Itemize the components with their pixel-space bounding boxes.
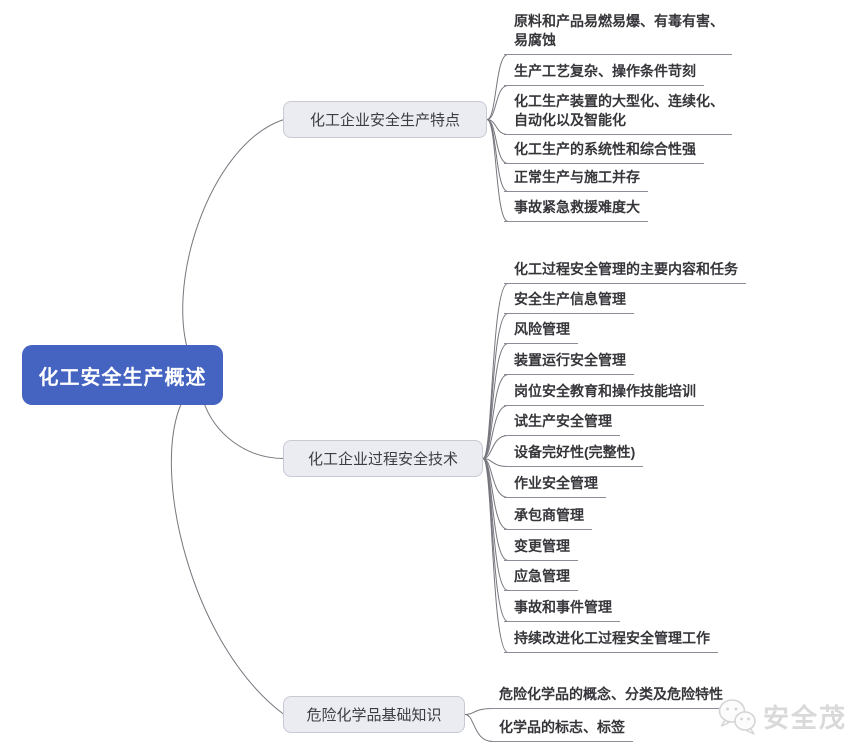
leaf-node[interactable]: 设备完好性(完整性) (504, 443, 644, 467)
leaf-node[interactable]: 岗位安全教育和操作技能培训 (504, 382, 704, 406)
leaf-node[interactable]: 化工生产装置的大型化、连续化、 自动化以及智能化 (504, 92, 732, 135)
leaf-node[interactable]: 应急管理 (504, 567, 578, 591)
watermark-text: 安全茂 (763, 702, 848, 733)
leaf-connector (486, 119, 509, 222)
branch-node-production-safety-features[interactable]: 化工企业安全生产特点 (283, 101, 487, 138)
leaf-node[interactable]: 装置运行安全管理 (504, 351, 634, 375)
leaf-node[interactable]: 持续改进化工过程安全管理工作 (504, 629, 718, 653)
leaf-connector (482, 458, 509, 653)
leaf-connector (486, 54, 509, 120)
root-node[interactable]: 化工安全生产概述 (22, 345, 223, 405)
leaf-node[interactable]: 试生产安全管理 (504, 412, 620, 436)
root-connector (182, 119, 285, 363)
leaf-node[interactable]: 化学品的标志、标签 (489, 718, 633, 742)
leaf-node[interactable]: 安全生产信息管理 (504, 290, 634, 314)
leaf-connector (464, 708, 494, 715)
branch-node-process-safety-technology[interactable]: 化工企业过程安全技术 (283, 440, 483, 477)
branch-node-hazardous-chemicals-basics[interactable]: 危险化学品基础知识 (283, 696, 465, 733)
leaf-node[interactable]: 事故和事件管理 (504, 598, 620, 622)
leaf-node[interactable]: 生产工艺复杂、操作条件苛刻 (504, 62, 704, 86)
leaf-node[interactable]: 作业安全管理 (504, 474, 606, 498)
leaf-node[interactable]: 风险管理 (504, 320, 578, 344)
leaf-node[interactable]: 危险化学品的概念、分类及危险特性 (489, 685, 731, 709)
wechat-icon (718, 699, 756, 735)
leaf-node[interactable]: 变更管理 (504, 537, 578, 561)
root-connector (170, 401, 285, 715)
leaf-connector (464, 714, 494, 742)
leaf-connector (482, 405, 509, 459)
leaf-connector (482, 374, 509, 459)
root-connector (202, 399, 285, 459)
leaf-connector (482, 435, 509, 459)
leaf-connector (486, 85, 509, 120)
leaf-node[interactable]: 正常生产与施工并存 (504, 168, 648, 192)
leaf-node[interactable]: 原料和产品易燃易爆、有毒有害、 易腐蚀 (504, 12, 732, 55)
leaf-node[interactable]: 化工过程安全管理的主要内容和任务 (504, 260, 746, 284)
leaf-node[interactable]: 承包商管理 (504, 506, 592, 530)
watermark: 安全茂 (716, 696, 847, 736)
leaf-node[interactable]: 事故紧急救援难度大 (504, 198, 648, 222)
leaf-node[interactable]: 化工生产的系统性和综合性强 (504, 140, 704, 164)
leaf-connector (482, 343, 509, 459)
